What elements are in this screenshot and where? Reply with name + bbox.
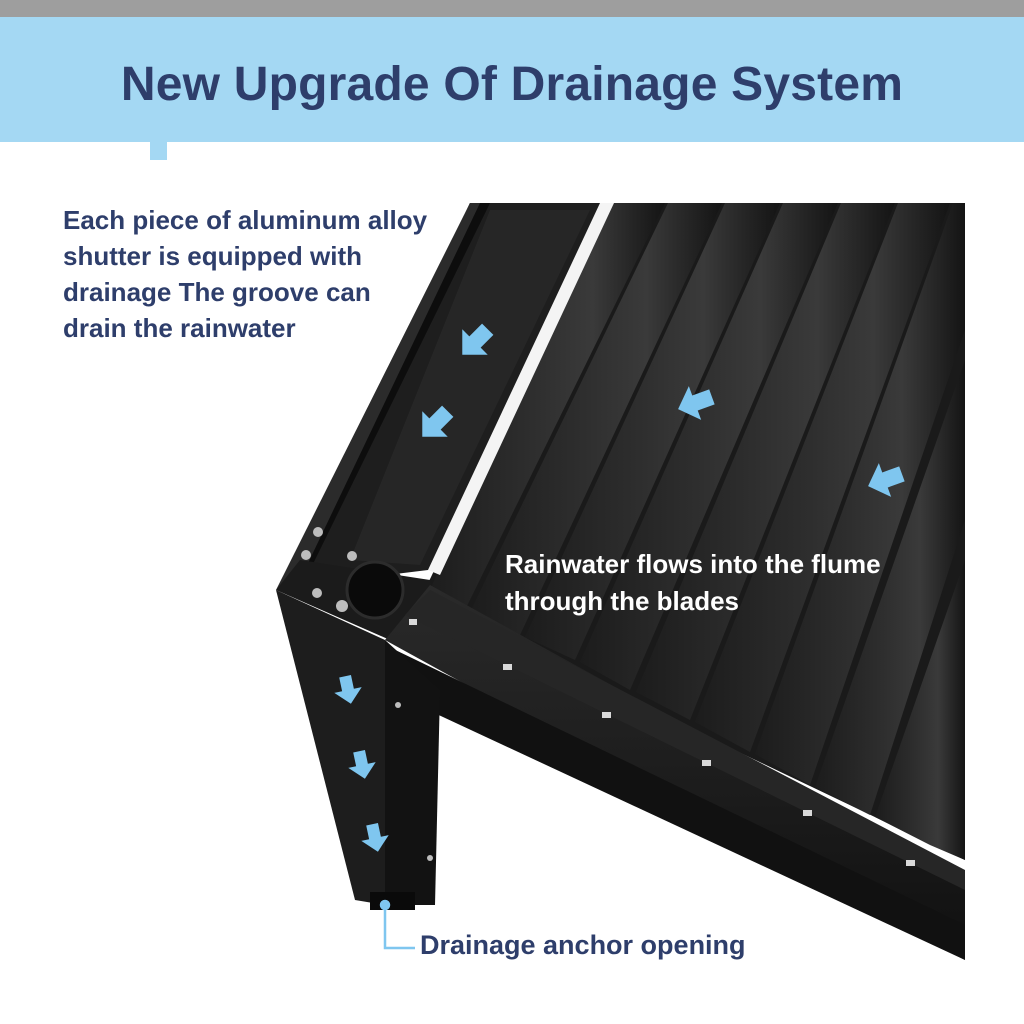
louver-blade (525, 203, 780, 660)
louver-blade (425, 203, 665, 610)
arrow-left-icon (678, 386, 715, 420)
side-gutter-beam (276, 203, 600, 590)
blades-caption: Rainwater flows into the flume through t… (505, 546, 881, 620)
louver-blade (695, 203, 950, 752)
shutter-drainage-description: Each piece of aluminum alloy shutter is … (63, 202, 443, 346)
header-banner: New Upgrade Of Drainage System (0, 17, 1024, 142)
louver-blade (755, 203, 965, 785)
louver-blade (636, 203, 895, 720)
page-title: New Upgrade Of Drainage System (120, 58, 904, 111)
flow-arrows (334, 323, 905, 852)
downspout-opening (345, 560, 405, 620)
louver-blades (420, 203, 965, 860)
arrow-down-left-icon (462, 323, 494, 355)
louver-blade (580, 203, 838, 690)
arrow-down-icon (334, 675, 362, 704)
caption-line: Rainwater flows into the flume (505, 549, 881, 579)
corner-leg (276, 590, 440, 910)
flume-gap (428, 203, 614, 575)
beam-fasteners (409, 619, 915, 866)
arrow-down-icon (361, 823, 389, 852)
front-beam (385, 585, 965, 960)
louver-blade (470, 203, 722, 635)
anchor-callout-line (379, 899, 415, 950)
description-line: drain the rainwater (63, 313, 296, 343)
bolt-icon (336, 600, 348, 612)
arrow-left-icon (868, 463, 905, 497)
anchor-opening-caption: Drainage anchor opening (420, 930, 746, 960)
top-strip (0, 0, 1024, 17)
description-line: shutter is equipped with (63, 241, 363, 271)
bolt-icon (312, 588, 322, 598)
louver-blade (815, 360, 965, 815)
description-line: Each piece of aluminum alloy (63, 205, 428, 235)
bolt-icon (313, 527, 323, 537)
banner-tab (150, 142, 167, 160)
description-line: drainage The groove can (63, 277, 371, 307)
bolt-icon (347, 551, 357, 561)
louver-blade (875, 560, 965, 860)
arrow-down-left-icon (422, 405, 454, 437)
bolt-icon (301, 550, 311, 560)
arrow-down-icon (348, 750, 376, 779)
caption-line: through the blades (505, 586, 739, 616)
